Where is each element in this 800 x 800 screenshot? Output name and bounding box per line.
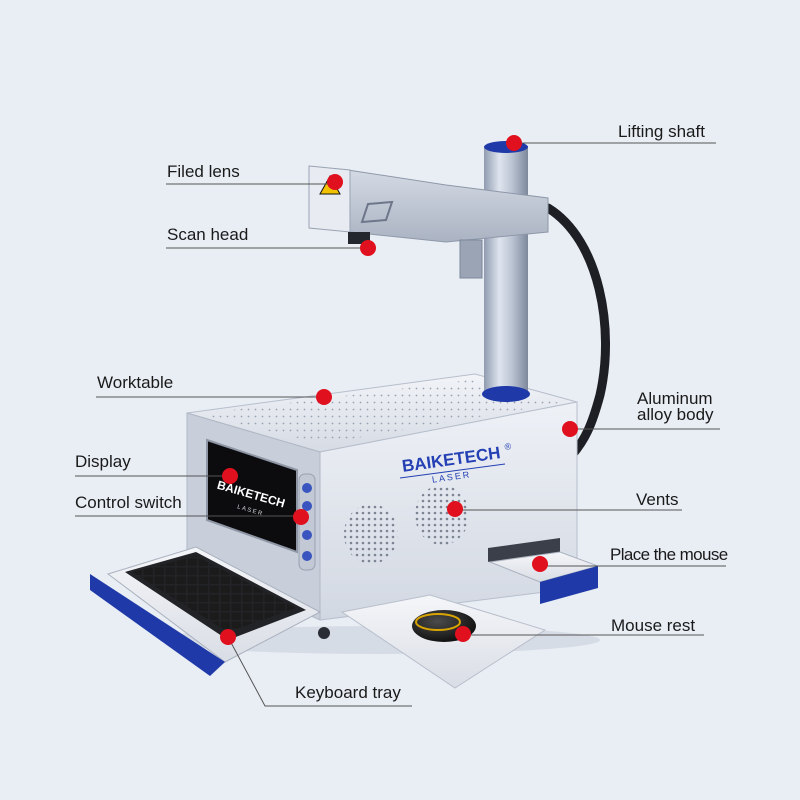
keyboard-tray-front <box>90 574 225 676</box>
brand-underline <box>399 463 506 479</box>
drawer-slot <box>488 538 560 562</box>
keyboard-keys <box>132 556 296 632</box>
control-knob-3 <box>302 530 312 540</box>
vent-right <box>415 485 469 545</box>
lifting-shaft <box>484 146 528 394</box>
label-worktable: Worktable <box>97 373 174 392</box>
label-vents: Vents <box>636 490 679 509</box>
marker-place-mouse <box>532 556 548 572</box>
marker-filed-lens <box>327 174 343 190</box>
label-mouse-rest: Mouse rest <box>611 616 696 635</box>
shaft-collar <box>482 386 530 402</box>
leader-lines <box>75 142 726 707</box>
marker-aluminum <box>562 421 578 437</box>
shaft-bracket <box>459 239 483 279</box>
label-keyboard-tray: Keyboard tray <box>295 683 401 702</box>
label-display: Display <box>75 452 131 471</box>
control-knob-1 <box>302 483 312 493</box>
label-filed-lens: Filed lens <box>167 162 240 181</box>
label-scan-head: Scan head <box>167 225 249 244</box>
marker-vents <box>447 501 463 517</box>
fiber-cable <box>543 203 610 460</box>
marker-worktable <box>316 389 332 405</box>
display-screen <box>206 438 298 554</box>
label-control-switch: Control switch <box>75 493 182 512</box>
marker-display <box>222 468 238 484</box>
marker-mouse-rest <box>455 626 471 642</box>
marker-keyboard <box>220 629 236 645</box>
label-aluminum-line1: Aluminum <box>637 389 713 408</box>
machine-foot <box>318 627 330 639</box>
scan-head-emblem <box>360 200 394 224</box>
label-place-the-mouse: Place the mouse <box>610 545 728 564</box>
vent-left <box>344 504 398 564</box>
control-knob-4 <box>302 551 312 561</box>
mouse-accent <box>415 613 461 631</box>
leader-keyboard <box>227 636 412 707</box>
mouse-drawer-front <box>540 566 598 604</box>
brand-registered: ® <box>504 441 512 452</box>
worktable-holes <box>200 380 560 444</box>
marker-scan-head <box>360 240 376 256</box>
label-aluminum-line2: alloy body <box>637 405 714 424</box>
marker-lifting-shaft <box>506 135 522 151</box>
markers <box>220 135 578 645</box>
label-lifting-shaft: Lifting shaft <box>618 122 705 141</box>
marker-control <box>293 509 309 525</box>
control-knob-2 <box>302 501 312 511</box>
